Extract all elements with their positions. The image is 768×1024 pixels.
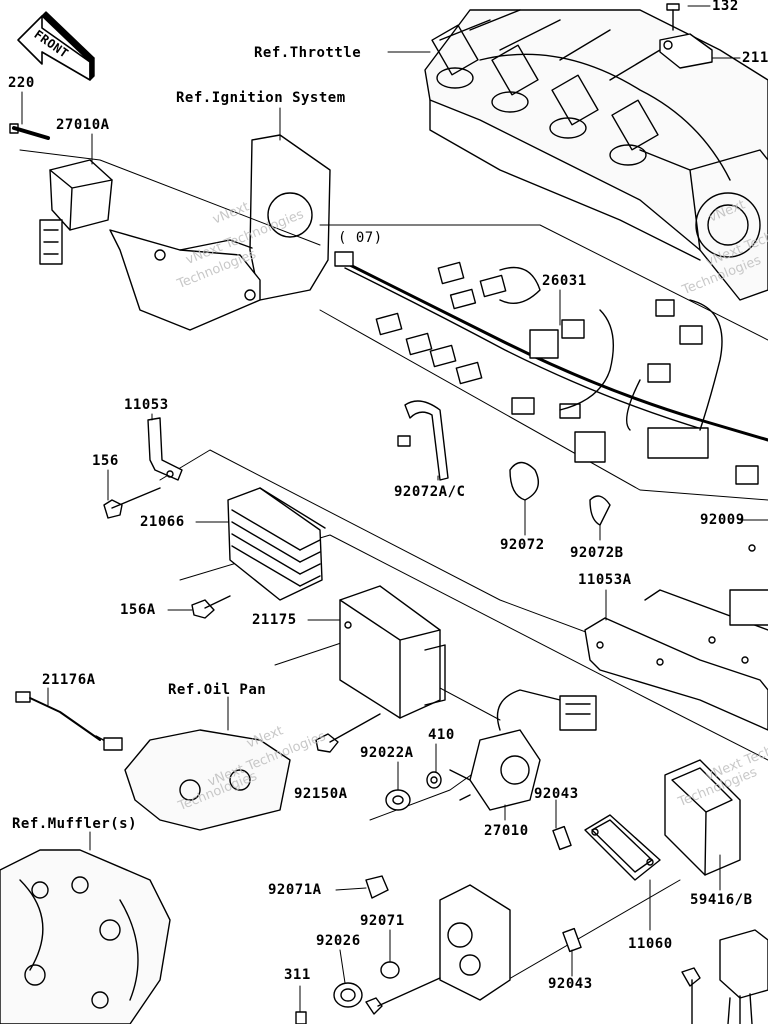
- grommet-92071: [380, 961, 400, 979]
- ref-mufflers: Ref.Muffler(s): [12, 816, 138, 832]
- part-26031: 26031: [542, 273, 587, 289]
- part-92022A: 92022A: [360, 745, 414, 761]
- muffler: [0, 849, 171, 1024]
- bolt-lower-right: [681, 967, 701, 1024]
- part-92043-lower: 92043: [548, 976, 593, 992]
- sensor-211: [659, 33, 713, 69]
- wire-harness-26031: [334, 251, 768, 485]
- part-92009: 92009: [700, 512, 745, 528]
- ref-ignition-system: Ref.Ignition System: [176, 90, 346, 106]
- starter-relay-27010: [449, 689, 597, 811]
- bracket-11053: [147, 417, 183, 481]
- part-92026: 92026: [316, 933, 361, 949]
- part-92072AC: 92072A/C: [394, 484, 466, 500]
- part-311: 311: [284, 967, 311, 983]
- sensor-21176A: [15, 691, 123, 751]
- part-132: 132: [712, 0, 739, 14]
- collar-92043-upper: [552, 825, 572, 851]
- ecu-21175: [339, 585, 446, 719]
- part-92043-upper: 92043: [534, 786, 579, 802]
- part-156: 156: [92, 453, 119, 469]
- part-21176A: 21176A: [42, 672, 96, 688]
- part-220: 220: [8, 75, 35, 91]
- part-410: 410: [428, 727, 455, 743]
- part-11053A: 11053A: [578, 572, 632, 588]
- ignition-bracket: [109, 134, 331, 331]
- part-211: 211: [742, 50, 768, 66]
- part-92071: 92071: [360, 913, 405, 929]
- screw-132: [666, 3, 680, 31]
- part-27010A: 27010A: [56, 117, 110, 133]
- throttle-body: [424, 9, 768, 301]
- part-156A: 156A: [120, 602, 156, 618]
- part-59416B: 59416/B: [690, 892, 753, 908]
- part-92071A: 92071A: [268, 882, 322, 898]
- ref-oil-pan: Ref.Oil Pan: [168, 682, 267, 698]
- collar-92043-lower: [562, 927, 582, 953]
- part-11053: 11053: [124, 397, 169, 413]
- front-arrow-icon: [17, 11, 95, 81]
- gasket-11060: [584, 814, 661, 881]
- regulator-21066: [227, 487, 326, 601]
- oil-pan: [124, 729, 291, 831]
- part-21175: 21175: [252, 612, 297, 628]
- cap-92022A: [385, 789, 411, 811]
- bolt-lower: [365, 977, 441, 1015]
- bolt-92150A: [315, 713, 381, 753]
- zip-tie-92072AC: [397, 400, 449, 481]
- part-27010: 27010: [484, 823, 529, 839]
- part-92072B: 92072B: [570, 545, 624, 561]
- part-92150A: 92150A: [294, 786, 348, 802]
- washer-311: [295, 1011, 307, 1024]
- box-59416B: [664, 759, 741, 876]
- bolt-156A: [191, 595, 231, 619]
- part-92072: 92072: [500, 537, 545, 553]
- grommet-92071A: [365, 875, 389, 899]
- bolt-156: [103, 487, 161, 519]
- clamp-92072B: [589, 495, 611, 526]
- washer-410: [426, 771, 442, 789]
- bolt-220: [9, 123, 50, 140]
- bottom-right-relay: [719, 929, 768, 1024]
- clamp-92072: [509, 461, 539, 501]
- relay-27010A: [39, 159, 113, 265]
- valve-body: [439, 884, 511, 1001]
- part-11060: 11060: [628, 936, 673, 952]
- bracket-11053A: [584, 544, 768, 731]
- part-21066: 21066: [140, 514, 185, 530]
- harness-note: ( 07): [338, 230, 383, 246]
- ref-throttle: Ref.Throttle: [254, 45, 362, 61]
- seal-92026: [333, 982, 363, 1008]
